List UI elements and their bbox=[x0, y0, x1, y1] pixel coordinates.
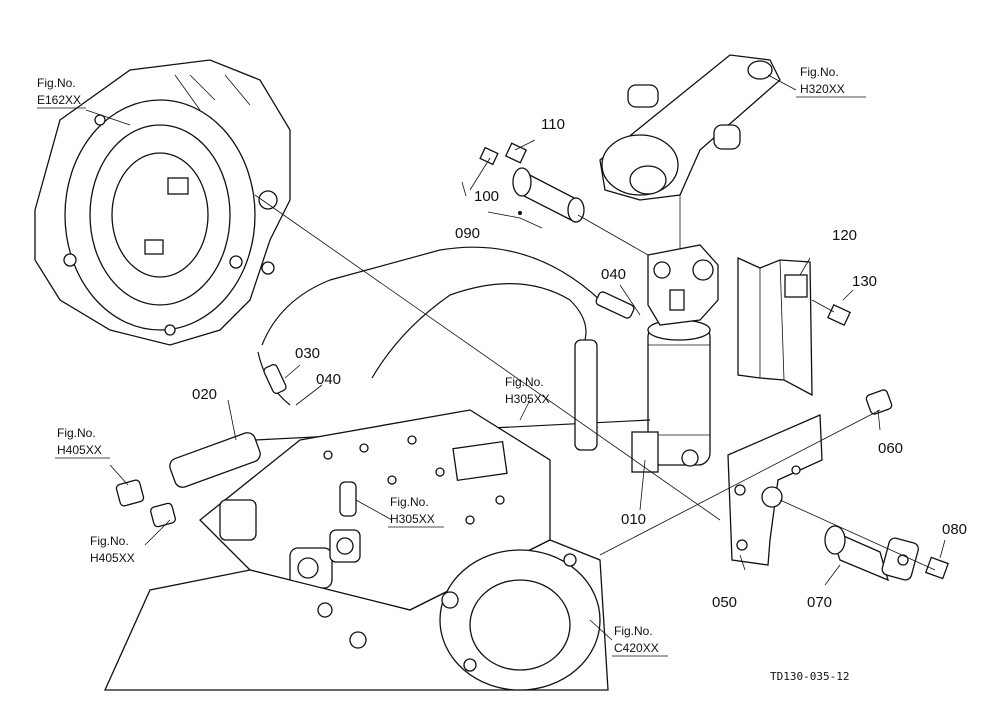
fig-ref-h405b-code: H405XX bbox=[90, 551, 135, 565]
part-label-080: 080 bbox=[942, 521, 967, 538]
fig-ref-e162-code: E162XX bbox=[37, 93, 81, 107]
valve-block-h305 bbox=[199, 409, 551, 611]
part-label-020: 020 bbox=[192, 386, 217, 403]
part-label-090: 090 bbox=[455, 225, 480, 242]
fig-ref-h405a-title: Fig.No. bbox=[57, 426, 96, 440]
transmission-housing-c420 bbox=[103, 539, 609, 691]
fig-ref-h305b-title: Fig.No. bbox=[390, 495, 429, 509]
fig-ref-h320-title: Fig.No. bbox=[800, 65, 839, 79]
hydraulic-hoses bbox=[169, 246, 651, 488]
lift-arm-h320 bbox=[599, 54, 781, 250]
drawing-number: TD130-035-12 bbox=[770, 670, 849, 683]
part-label-040-upper: 040 bbox=[601, 266, 626, 283]
fig-ref-h405b-title: Fig.No. bbox=[90, 534, 129, 548]
part-label-030: 030 bbox=[295, 345, 320, 362]
part-label-130: 130 bbox=[852, 273, 877, 290]
fig-ref-h305b-code: H305XX bbox=[390, 512, 435, 526]
part-label-110: 110 bbox=[541, 116, 565, 133]
leader-lines bbox=[85, 74, 946, 641]
part-label-010: 010 bbox=[621, 511, 646, 528]
part-label-060: 060 bbox=[878, 440, 903, 457]
part-label-120: 120 bbox=[832, 227, 857, 244]
pin-070 bbox=[824, 525, 919, 582]
fig-ref-h305a-title: Fig.No. bbox=[505, 375, 544, 389]
transmission-housing-e162 bbox=[34, 59, 291, 346]
hydraulic-cylinder-010 bbox=[631, 244, 719, 473]
fitting-h405 bbox=[115, 479, 176, 528]
fig-ref-e162-title: Fig.No. bbox=[37, 76, 76, 90]
part-label-040-lower: 040 bbox=[316, 371, 341, 388]
bracket-050 bbox=[727, 414, 823, 566]
fitting-060 bbox=[865, 389, 893, 415]
part-labels: 010 020 030 040 040 050 060 070 080 090 … bbox=[192, 116, 967, 611]
fig-ref-c420-title: Fig.No. bbox=[614, 624, 653, 638]
fig-ref-c420-code: C420XX bbox=[614, 641, 659, 655]
fig-ref-h305a-code: H305XX bbox=[505, 392, 550, 406]
cover-120 bbox=[737, 256, 813, 397]
part-label-050: 050 bbox=[712, 594, 737, 611]
bolt-080 bbox=[924, 556, 950, 580]
figure-references: Fig.No. E162XX Fig.No. H320XX Fig.No. H3… bbox=[37, 65, 866, 657]
fig-ref-h405a-code: H405XX bbox=[57, 443, 102, 457]
pin-090-group bbox=[461, 142, 649, 256]
part-label-070: 070 bbox=[807, 594, 832, 611]
fig-ref-h320-code: H320XX bbox=[800, 82, 845, 96]
part-label-100: 100 bbox=[474, 188, 499, 205]
bolt-130 bbox=[811, 299, 851, 327]
